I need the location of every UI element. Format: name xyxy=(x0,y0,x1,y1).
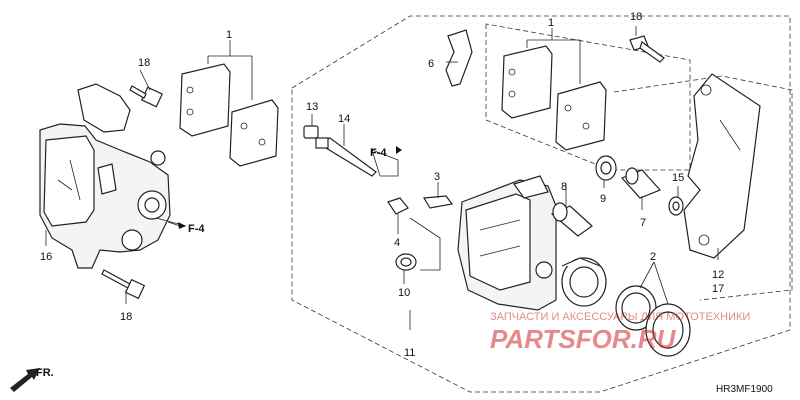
boot-4 xyxy=(387,197,409,215)
f4-reference-center[interactable]: F-4 xyxy=(370,146,402,159)
bracket-12-17 xyxy=(683,73,761,259)
f4-reference-left[interactable]: F-4 xyxy=(167,221,205,235)
callout-10: 10 xyxy=(398,287,410,299)
leader-lines xyxy=(45,26,719,330)
bleeder-3 xyxy=(422,195,454,209)
callout-7: 7 xyxy=(640,217,646,229)
caliper-body-11 xyxy=(457,175,557,311)
callout-18-upper-left: 18 xyxy=(138,57,150,69)
callout-18-upper-right: 18 xyxy=(630,11,642,23)
brake-pad-left-2 xyxy=(229,99,279,167)
cap-13 xyxy=(303,125,319,139)
svg-text:F-4: F-4 xyxy=(188,223,205,235)
seal-2 xyxy=(615,285,657,331)
callout-6: 6 xyxy=(428,58,434,70)
bolt-18-upper-right xyxy=(629,35,665,63)
callout-4: 4 xyxy=(394,237,400,249)
diagram-code: HR3MF1900 xyxy=(716,384,773,395)
watermark-logo: PARTSFOR.RU xyxy=(490,324,677,354)
callout-14: 14 xyxy=(338,113,350,125)
seal-ring-2b xyxy=(645,303,691,357)
piston-2a xyxy=(561,257,607,307)
callout-1-right: 1 xyxy=(548,17,554,29)
bolt-18-upper-left xyxy=(129,85,164,108)
callout-12: 12 xyxy=(712,269,724,281)
assembly-frame-main xyxy=(291,15,791,393)
callout-8: 8 xyxy=(561,181,567,193)
callout-1-left: 1 xyxy=(226,29,232,41)
washer-15 xyxy=(668,196,684,216)
caliper-assembly-left xyxy=(39,83,171,269)
callout-18-lower-left: 18 xyxy=(120,311,132,323)
pad-spring-6 xyxy=(445,29,473,87)
callout-13: 13 xyxy=(306,101,318,113)
svg-text:F-4: F-4 xyxy=(370,147,387,159)
pin-7 xyxy=(620,167,662,199)
bolt-18-lower-left xyxy=(101,269,146,300)
pad-set-frame xyxy=(485,23,691,171)
brake-pad-right-1 xyxy=(501,45,553,119)
front-direction-arrow: FR. xyxy=(10,367,54,392)
boot-10 xyxy=(395,253,417,271)
callout-3: 3 xyxy=(434,171,440,183)
brake-pad-left-1 xyxy=(179,63,231,137)
svg-text:FR.: FR. xyxy=(36,367,54,379)
watermark-tagline: ЗАПЧАСТИ И АКСЕССУАРЫ ДЛЯ МОТОТЕХНИКИ xyxy=(490,311,750,323)
callout-2: 2 xyxy=(650,251,656,263)
callout-9: 9 xyxy=(600,193,606,205)
bracket-frame xyxy=(613,75,793,301)
brake-pad-right-2 xyxy=(555,81,607,151)
callout-17: 17 xyxy=(712,283,724,295)
callout-15: 15 xyxy=(672,172,684,184)
slide-pin-8 xyxy=(550,202,593,237)
pin-14 xyxy=(315,137,377,177)
callout-16: 16 xyxy=(40,251,52,263)
callout-11: 11 xyxy=(404,347,415,359)
boot-9 xyxy=(595,155,617,181)
